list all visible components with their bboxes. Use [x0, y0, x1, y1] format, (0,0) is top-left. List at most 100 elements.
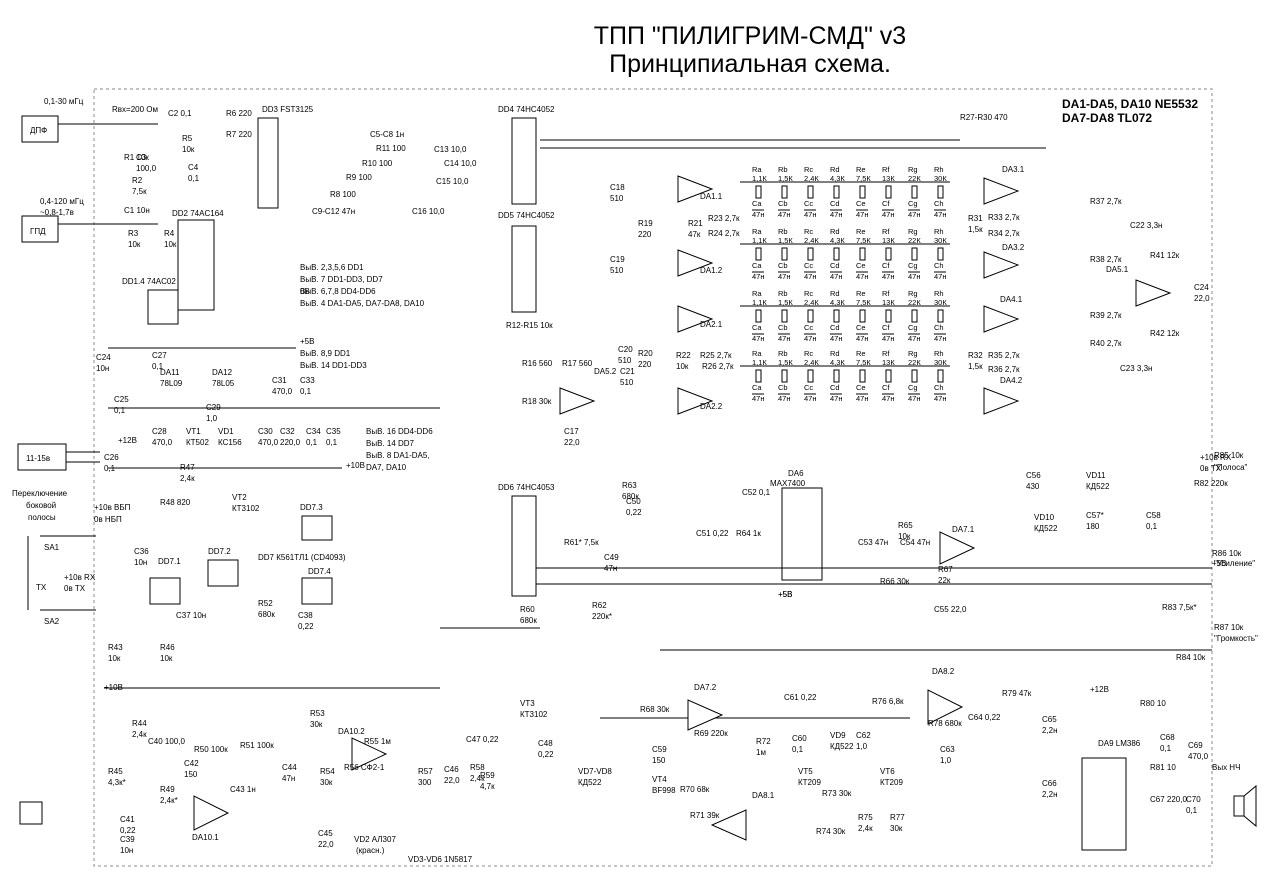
ladder-label: Ra — [752, 165, 762, 174]
da6-chip — [781, 487, 823, 581]
ladder-label: 30К — [934, 174, 947, 183]
component-label: Вых НЧ — [1212, 763, 1240, 772]
component-label: R79 47к — [1002, 689, 1032, 698]
component-label: VD1 — [218, 427, 234, 436]
component-label: 0,1 — [1160, 744, 1172, 753]
component-label: R39 2,7к — [1090, 311, 1122, 320]
component-label: 680к — [520, 616, 537, 625]
ladder-resistor — [911, 247, 918, 261]
ladder-label: 1,1К — [752, 174, 767, 183]
opamp-group — [193, 175, 1172, 841]
ladder-resistor — [885, 309, 892, 323]
component-label: R20 — [638, 349, 653, 358]
component-label: 0,1 — [306, 438, 318, 447]
component-label: R47 — [180, 463, 195, 472]
component-label: 680к — [622, 492, 639, 501]
component-label: 2,4к — [470, 774, 485, 783]
component-label: VD2 АЛ307 — [354, 835, 396, 844]
component-label: ВыВ. 8 DA1-DA5, — [366, 451, 430, 460]
ladder-label: 47н — [830, 272, 842, 281]
ladder-label: 22К — [908, 174, 921, 183]
component-label: R42 12к — [1150, 329, 1180, 338]
filter-ladder: Ra1,1КCa47нRb1,5КCb47нRc2,4КCc47нRd4,3КC… — [740, 165, 950, 403]
ladder-label: 47н — [778, 394, 790, 403]
component-label: DA3.2 — [1002, 243, 1025, 252]
component-label: C53 47н — [858, 538, 888, 547]
component-label: 0,1 — [300, 387, 312, 396]
ladder-label: Rg — [908, 227, 918, 236]
ladder-label: 1,5К — [778, 174, 793, 183]
ladder-label: Rb — [778, 349, 788, 358]
ladder-label: Ra — [752, 227, 762, 236]
component-label: C65 — [1042, 715, 1057, 724]
ladder-label: Rb — [778, 227, 788, 236]
component-label: +5В — [778, 590, 792, 599]
component-label: R53 — [310, 709, 325, 718]
component-label: ВыВ. 14 DD1-DD3 — [300, 361, 367, 370]
component-label: R72 — [756, 737, 771, 746]
ladder-label: 1,5К — [778, 236, 793, 245]
component-label: 0,1 — [792, 745, 804, 754]
dd3-chip — [257, 117, 279, 209]
component-label: DA6 — [788, 469, 804, 478]
ladder-label: Cg — [908, 383, 918, 392]
component-label: DA5.1 — [1106, 265, 1129, 274]
opamp-da3-1 — [983, 177, 1020, 205]
ladder-label: Re — [856, 349, 866, 358]
ladder-label: 7,5К — [856, 298, 871, 307]
ladder-label: Ch — [934, 383, 944, 392]
ladder-label: 47н — [804, 394, 816, 403]
component-label: 430 — [1026, 482, 1040, 491]
component-label: C31 — [272, 376, 287, 385]
component-label: DD4 74HC4052 — [498, 105, 555, 114]
component-label: "Громкость" — [1214, 634, 1258, 643]
component-label: C2 0,1 — [168, 109, 192, 118]
component-label: SA2 — [44, 617, 60, 626]
ladder-label: 47н — [856, 210, 868, 219]
component-label: VD9 — [830, 731, 846, 740]
component-label: DA8.1 — [752, 791, 775, 800]
ladder-label: 1,1К — [752, 358, 767, 367]
component-label: R73 30к — [822, 789, 852, 798]
microphone-box — [19, 801, 43, 825]
component-label: DD7.2 — [208, 547, 231, 556]
component-label: R35 2,7к — [988, 351, 1020, 360]
ladder-label: Rh — [934, 227, 944, 236]
component-label: C13 10,0 — [434, 145, 467, 154]
component-label: 0,1 — [188, 174, 200, 183]
component-label: C54 47н — [900, 538, 930, 547]
component-label: DA4.1 — [1000, 295, 1023, 304]
component-label: 7,5к — [132, 187, 147, 196]
ladder-label: Ch — [934, 323, 944, 332]
component-label: 470,0 — [272, 387, 293, 396]
ladder-label: 30К — [934, 298, 947, 307]
component-label: R2 — [132, 176, 143, 185]
component-label: VT2 — [232, 493, 247, 502]
component-label: 100,0 — [136, 164, 157, 173]
component-label: R52 — [258, 599, 273, 608]
component-label: C19 — [610, 255, 625, 264]
ladder-resistor — [781, 247, 788, 261]
component-label: КС156 — [218, 438, 242, 447]
ladder-label: 2,4К — [804, 174, 819, 183]
component-label: R87 10к — [1214, 623, 1244, 632]
component-label: C21 — [620, 367, 635, 376]
component-label: R12-R15 10к — [506, 321, 553, 330]
component-label: 470,0 — [258, 438, 279, 447]
component-label: C25 — [114, 395, 129, 404]
opamp-da4-2 — [983, 387, 1020, 415]
component-label: C55 22,0 — [934, 605, 967, 614]
ladder-label: Rg — [908, 289, 918, 298]
component-label: C41 — [120, 815, 135, 824]
opamp-da8-1 — [710, 809, 747, 841]
component-label: C47 0,22 — [466, 735, 499, 744]
ladder-label: Rd — [830, 289, 840, 298]
component-label: C37 10н — [176, 611, 206, 620]
component-label: 1м — [756, 748, 766, 757]
component-label: R70 68к — [680, 785, 710, 794]
component-label: ВыВ. 2,3,5,6 DD1 — [300, 263, 364, 272]
ladder-resistor — [859, 309, 866, 323]
ladder-label: Rd — [830, 227, 840, 236]
component-label: VD3-VD6 1N5817 — [408, 855, 473, 864]
ladder-resistor — [833, 185, 840, 199]
